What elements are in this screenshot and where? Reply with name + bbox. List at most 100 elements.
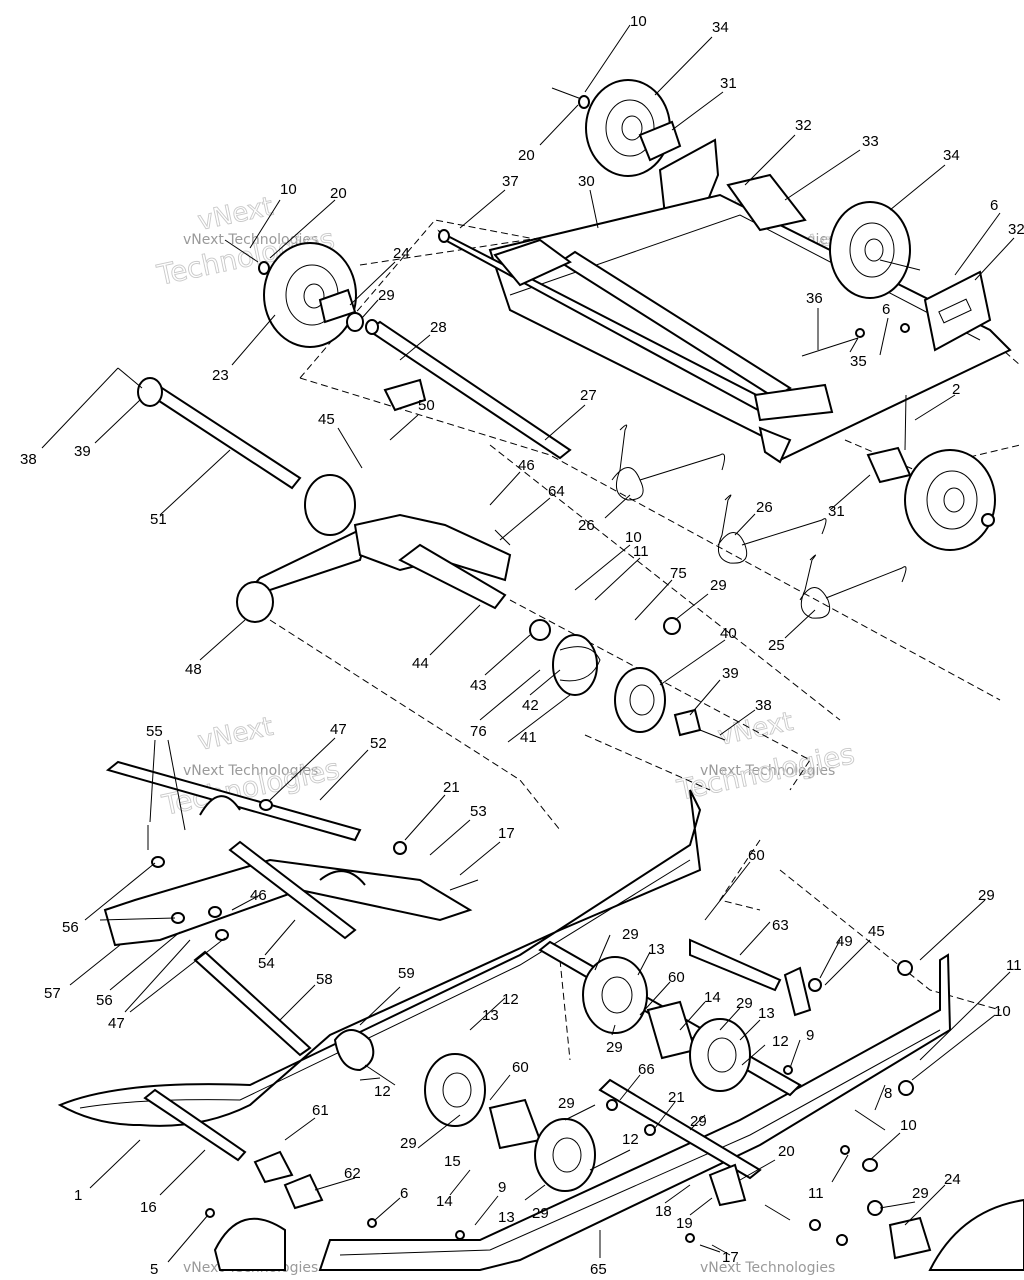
callout-label: 9 [498, 1179, 506, 1196]
callout-label: 29 [532, 1205, 549, 1222]
front-arm-57 [103, 858, 473, 947]
callout-label: 29 [912, 1185, 929, 1202]
callout-label: 26 [756, 499, 773, 516]
callout-label: 12 [502, 991, 519, 1008]
callout-label: 65 [590, 1261, 607, 1278]
callout-label: 6 [882, 301, 890, 318]
callout-label: 10 [280, 181, 297, 198]
callout-label: 13 [758, 1005, 775, 1022]
callout-label: 30 [578, 173, 595, 190]
bushing-62 [283, 1173, 324, 1210]
callout-label: 6 [400, 1185, 408, 1202]
callout-label: 51 [150, 511, 167, 528]
callout-label: 11 [1006, 957, 1022, 974]
callout-label: 10 [900, 1117, 917, 1134]
bogie-wheel-13-b [689, 1018, 751, 1092]
callout-labels: 10 34 31 20 32 33 34 37 30 10 20 24 6 32… [20, 13, 1024, 1278]
spacer-24-bottom [888, 1216, 932, 1260]
callout-label: 13 [482, 1007, 499, 1024]
shaft-51 [148, 386, 302, 490]
callout-label: 49 [836, 933, 853, 950]
callout-label: 39 [74, 443, 91, 460]
callout-label: 20 [518, 147, 535, 164]
callout-label: 29 [622, 926, 639, 943]
callout-label: 36 [806, 290, 823, 307]
callout-label: 24 [944, 1171, 961, 1188]
callout-label: 27 [580, 387, 597, 404]
bogie-wheel-13-c [424, 1053, 486, 1127]
callout-label: 13 [498, 1209, 515, 1226]
callout-label: 60 [668, 969, 685, 986]
idler-wheel-34-right [829, 201, 911, 299]
callout-label: 29 [736, 995, 753, 1012]
callout-label: 46 [250, 887, 267, 904]
callout-label: 16 [140, 1199, 157, 1216]
callout-label: 34 [943, 147, 960, 164]
callout-label: 31 [720, 75, 737, 92]
right-slide-rail [318, 953, 952, 1271]
callout-label: 47 [108, 1015, 125, 1032]
callout-label: 45 [318, 411, 335, 428]
callout-label: 12 [374, 1083, 391, 1100]
callout-label: 25 [768, 637, 785, 654]
callout-label: 75 [670, 565, 687, 582]
callout-label: 29 [690, 1113, 707, 1130]
watermark-vnext: vNext [195, 712, 276, 757]
callout-label: 39 [722, 665, 739, 682]
wheel-5 [213, 1217, 286, 1271]
shaft-16 [143, 1088, 247, 1162]
watermark-company: vNext Technologies [700, 763, 835, 779]
callout-label: 20 [778, 1143, 795, 1160]
callout-label: 10 [625, 529, 642, 546]
callout-label: 14 [436, 1193, 453, 1210]
callout-label: 59 [398, 965, 415, 982]
callout-label: 53 [470, 803, 487, 820]
bushing-61 [253, 1150, 294, 1184]
callout-label: 33 [862, 133, 879, 150]
callout-label: 60 [512, 1059, 529, 1076]
callout-label: 29 [378, 287, 395, 304]
callout-label: 42 [522, 697, 539, 714]
callout-label: 34 [712, 19, 729, 36]
spacer-14-a [646, 1000, 697, 1060]
callout-label: 11 [633, 543, 649, 560]
bogie-wheel-13-a [582, 956, 648, 1034]
callout-label: 35 [850, 353, 867, 370]
callout-label: 38 [20, 451, 37, 468]
idler-wheel-23 [263, 242, 357, 348]
spacer-14-b [488, 1098, 542, 1150]
callout-label: 52 [370, 735, 387, 752]
callout-label: 13 [648, 941, 665, 958]
callout-label: 17 [498, 825, 515, 842]
callout-label: 5 [150, 1261, 158, 1278]
lower-wheel-set [143, 938, 1024, 1271]
left-wheel-group [117, 239, 907, 619]
callout-label: 40 [720, 625, 737, 642]
callout-label: 21 [443, 779, 460, 796]
callout-label: 29 [978, 887, 995, 904]
leader-lines [41, 24, 1015, 1263]
watermark-company: vNext Technologies [183, 763, 318, 779]
rear-axle-assembly [437, 79, 1012, 551]
callout-label: 19 [676, 1215, 693, 1232]
callout-label: 12 [772, 1033, 789, 1050]
callout-label: 32 [1008, 221, 1024, 238]
callout-label: 60 [748, 847, 765, 864]
callout-label: 62 [344, 1165, 361, 1182]
callout-label: 23 [212, 367, 229, 384]
callout-label: 29 [710, 577, 727, 594]
callout-label: 2 [952, 381, 960, 398]
callout-label: 55 [146, 723, 163, 740]
callout-label: 57 [44, 985, 61, 1002]
callout-label: 12 [622, 1131, 639, 1148]
callout-label: 47 [330, 721, 347, 738]
callout-label: 63 [772, 917, 789, 934]
callout-label: 32 [795, 117, 812, 134]
watermark-company: vNext Technologies [700, 1260, 835, 1276]
callout-label: 38 [755, 697, 772, 714]
watermark-vnext: vNext [195, 192, 276, 237]
callout-label: 18 [655, 1203, 672, 1220]
pivot-arm-assembly [236, 378, 726, 741]
spacer-19 [708, 1163, 747, 1207]
